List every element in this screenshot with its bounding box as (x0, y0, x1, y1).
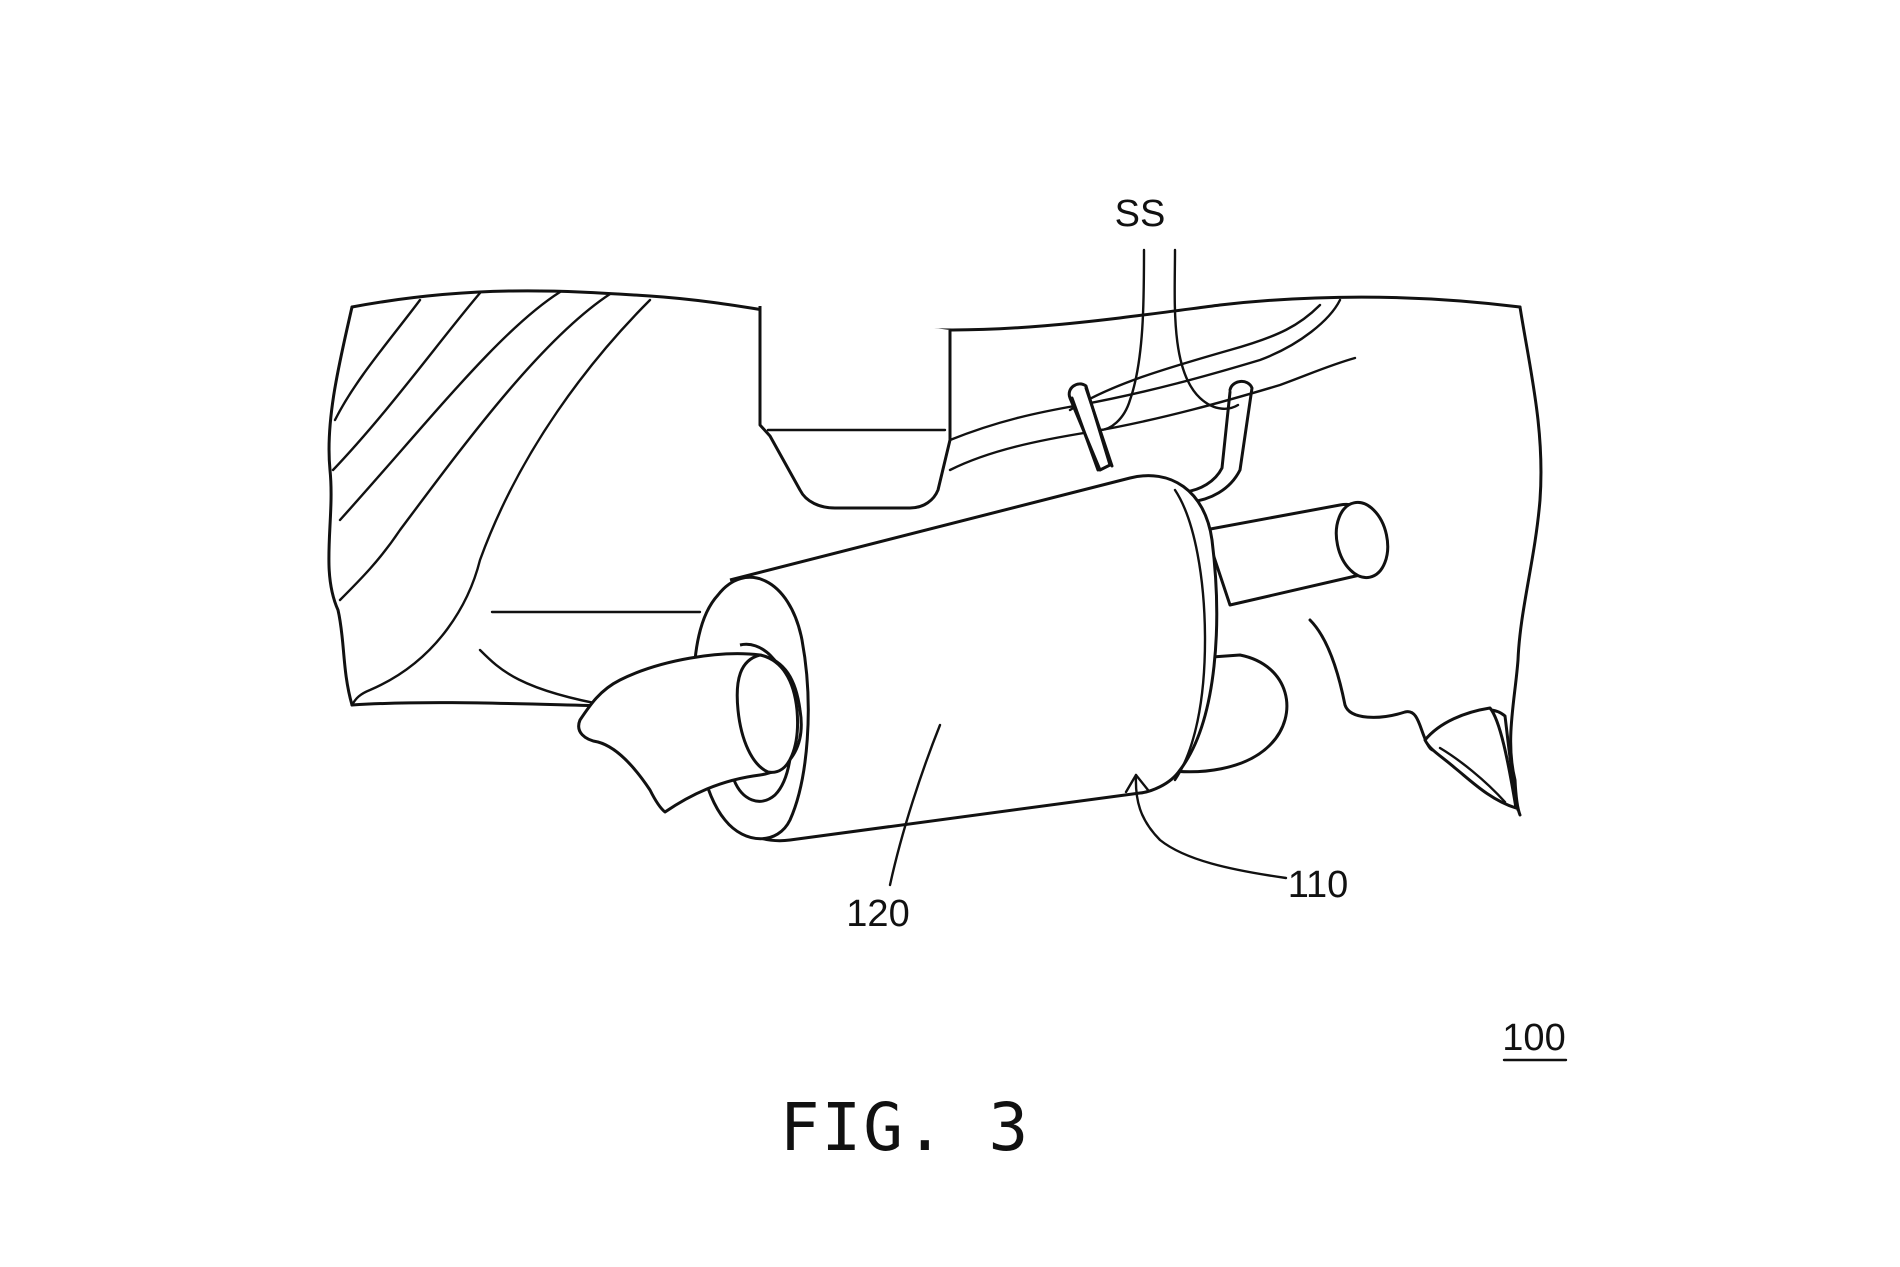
guide-wires-ss (1067, 248, 1254, 504)
label-120: 120 (846, 893, 909, 935)
leader-lines (888, 723, 1288, 887)
rear-rod (1203, 500, 1390, 607)
nozzle (758, 306, 952, 510)
figure-caption: FIG. 3 (780, 1089, 1030, 1166)
lower-tissue-edge (1163, 618, 1520, 812)
label-ss: SS (1115, 193, 1166, 235)
background-duct (478, 610, 702, 708)
reference-numeral-100: 100 (1502, 1017, 1565, 1059)
upper-channels (948, 298, 1357, 472)
front-tube (577, 652, 803, 814)
label-110: 110 (1288, 864, 1349, 906)
tissue-contour-lines (331, 290, 652, 707)
